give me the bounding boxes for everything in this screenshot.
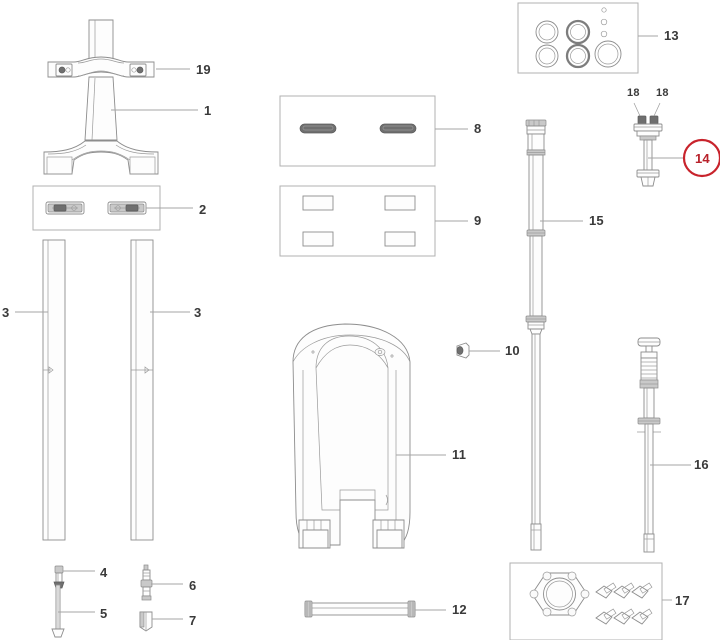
part-o-ring-seal-kit[interactable]	[517, 2, 639, 74]
part-hub-end-cap-bolt-kit[interactable]	[509, 562, 663, 640]
callout-label-2[interactable]: 2	[199, 202, 207, 217]
callout-label-18-right[interactable]: 18	[656, 87, 669, 99]
part-seal-foam-ring-kit[interactable]	[279, 95, 436, 167]
part-spacer-nut[interactable]	[139, 611, 153, 632]
callout-label-18-left[interactable]: 18	[627, 87, 640, 99]
callout-label-9[interactable]: 9	[474, 213, 482, 228]
callout-label-5[interactable]: 5	[100, 606, 108, 621]
callout-label-16[interactable]: 16	[694, 457, 709, 472]
callout-label-6[interactable]: 6	[189, 578, 197, 593]
callout-label-1[interactable]: 1	[204, 103, 212, 118]
callout-label-19[interactable]: 19	[196, 62, 211, 77]
callout-label-3-right[interactable]: 3	[194, 305, 202, 320]
part-rebound-damper-cartridge[interactable]	[637, 337, 661, 553]
part-crown-steerer-assembly[interactable]	[43, 19, 159, 175]
part-upper-tube-stanchion-right[interactable]	[130, 239, 154, 541]
part-upper-tube-stanchion-left[interactable]	[42, 239, 66, 541]
part-thru-axle[interactable]	[304, 600, 416, 618]
part-dust-seal-kit-box[interactable]	[32, 185, 161, 231]
callout-label-12[interactable]: 12	[452, 602, 467, 617]
part-damper-shaft-assembly[interactable]	[633, 102, 663, 187]
part-bushing-kit[interactable]	[279, 185, 436, 257]
callout-label-11[interactable]: 11	[452, 447, 467, 462]
callout-label-17[interactable]: 17	[675, 593, 690, 608]
callout-label-13[interactable]: 13	[664, 28, 679, 43]
callout-label-10[interactable]: 10	[505, 343, 520, 358]
callout-label-14[interactable]: 14	[695, 151, 710, 166]
callout-label-15[interactable]: 15	[589, 213, 604, 228]
highlight-circle	[682, 138, 720, 178]
callout-label-4[interactable]: 4	[100, 565, 108, 580]
part-topcap-valve-assembly[interactable]	[140, 564, 153, 601]
callout-label-7[interactable]: 7	[189, 613, 197, 628]
part-bleed-port-plug[interactable]	[456, 342, 470, 359]
part-lower-leg-casting-assembly[interactable]	[292, 323, 411, 549]
part-air-spring-assembly[interactable]	[525, 119, 547, 551]
part-bolt-long-shaft[interactable]	[51, 584, 65, 638]
callout-label-3-left[interactable]: 3	[2, 305, 10, 320]
callout-label-8[interactable]: 8	[474, 121, 482, 136]
